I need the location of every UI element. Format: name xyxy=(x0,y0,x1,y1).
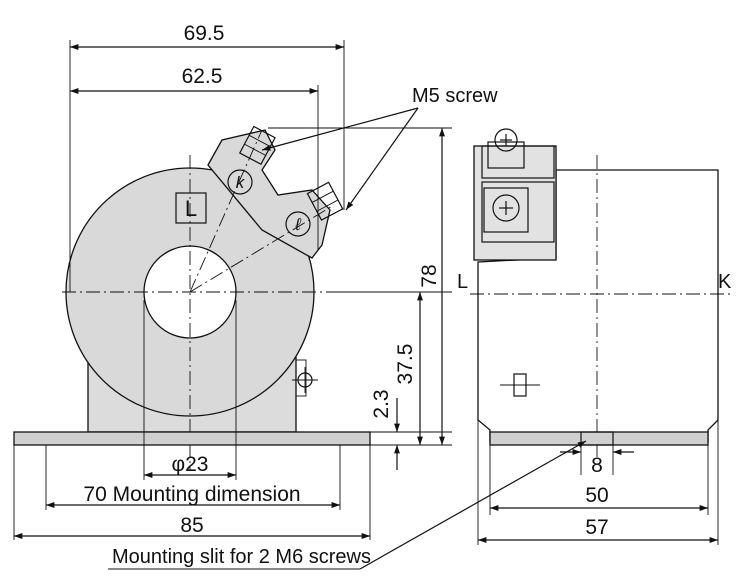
side-mount-slit xyxy=(580,431,614,446)
dim-outer: 57 xyxy=(585,516,608,539)
terminal-l-mark: ℓ xyxy=(294,215,301,234)
dim-mounting: 70 Mounting dimension xyxy=(83,483,300,506)
dim-hole-diameter: φ23 xyxy=(172,453,209,476)
side-terminal-block xyxy=(473,145,557,261)
slit-leader-arrow xyxy=(359,440,587,570)
side-label-left: L xyxy=(457,271,468,293)
side-view: L K 8 50 57 Mounting slit for 2 M6 screw… xyxy=(108,128,732,570)
side-screw-middle xyxy=(483,187,529,233)
screw-leader-2 xyxy=(261,107,419,151)
base-plate xyxy=(13,431,371,446)
screw-leader-1 xyxy=(345,107,419,211)
terminal-k-mark-circle xyxy=(227,169,253,195)
dim-center-height: 37.5 xyxy=(394,344,417,385)
dim-slit: 8 xyxy=(591,454,603,477)
terminal-screw-k xyxy=(238,125,276,166)
front-view: k ℓ L 69.5 6 xyxy=(13,22,498,540)
polarity-box xyxy=(175,192,207,224)
dim-width-outer: 69.5 xyxy=(184,22,225,45)
terminal-l-mark-circle xyxy=(285,211,311,237)
screw-label: M5 screw xyxy=(412,85,498,107)
side-label-right: K xyxy=(718,271,732,293)
side-base-plate xyxy=(489,431,709,446)
dim-width-inner: 62.5 xyxy=(182,65,223,88)
pedestal-slot xyxy=(295,359,307,397)
polarity-box-mark: L xyxy=(185,196,197,221)
dim-base-width: 85 xyxy=(180,514,203,537)
terminal-k-mark: k xyxy=(236,173,246,192)
dim-height: 78 xyxy=(418,264,441,287)
center-to-k xyxy=(189,129,263,293)
slit-note: Mounting slit for 2 M6 screws xyxy=(112,546,371,568)
center-to-l xyxy=(189,204,335,293)
dim-base-thickness: 2.3 xyxy=(370,389,393,418)
dim-inner: 50 xyxy=(585,484,608,507)
